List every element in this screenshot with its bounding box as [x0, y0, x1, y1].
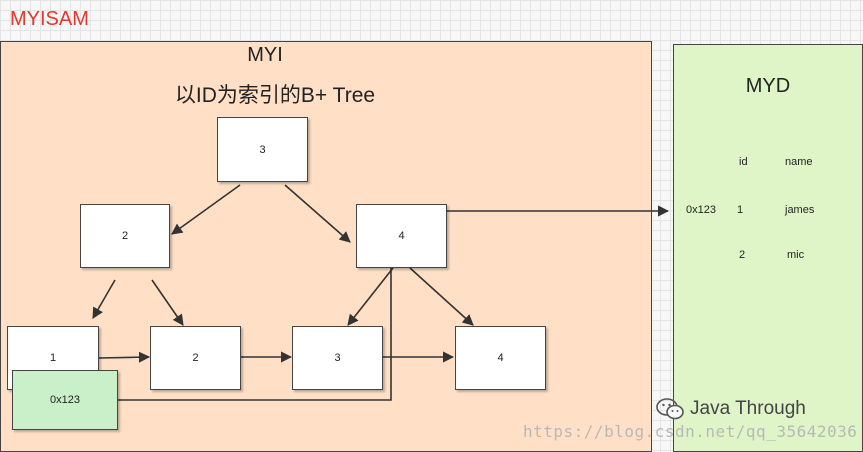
myd-header-id: id — [739, 156, 748, 168]
watermark-brand-text: Java Through — [690, 398, 806, 419]
myd-header-name: name — [785, 156, 813, 168]
tree-node-root: 3 — [217, 117, 308, 182]
edge-root-left — [171, 184, 241, 235]
edge-left-leaf1 — [92, 279, 116, 319]
tree-node-right: 4 — [356, 204, 447, 268]
tree-node-left: 2 — [80, 204, 170, 268]
myd-row-id: 1 — [737, 204, 744, 216]
myd-row-address: 0x123 — [686, 204, 716, 216]
myd-row-id: 2 — [739, 249, 746, 261]
diagram-title: MYISAM — [10, 8, 89, 30]
wechat-icon — [656, 398, 684, 420]
myi-title: MYI — [247, 44, 283, 66]
myd-title: MYD — [745, 75, 791, 97]
myd-row-name: james — [785, 204, 815, 216]
edge-right-leaf3 — [347, 267, 394, 326]
watermark-brand: Java Through — [656, 398, 806, 420]
myd-panel — [673, 44, 863, 452]
myi-subtitle: 以ID为索引的B+ Tree — [174, 84, 376, 107]
leaf-node-3: 3 — [292, 326, 383, 390]
edge-address-to-myd — [118, 205, 670, 401]
edge-right-leaf4 — [409, 267, 474, 326]
leaf-node-4: 4 — [455, 326, 546, 390]
leaf-node-2: 2 — [150, 326, 241, 390]
edge-left-leaf2 — [151, 279, 184, 326]
edge-root-right — [284, 184, 351, 243]
edge-leaf1-leaf2 — [98, 351, 151, 363]
address-pointer-box: 0x123 — [12, 370, 118, 430]
myd-row-name: mic — [787, 249, 805, 261]
watermark-url: https://blog.csdn.net/qq_35642036 — [523, 422, 858, 441]
